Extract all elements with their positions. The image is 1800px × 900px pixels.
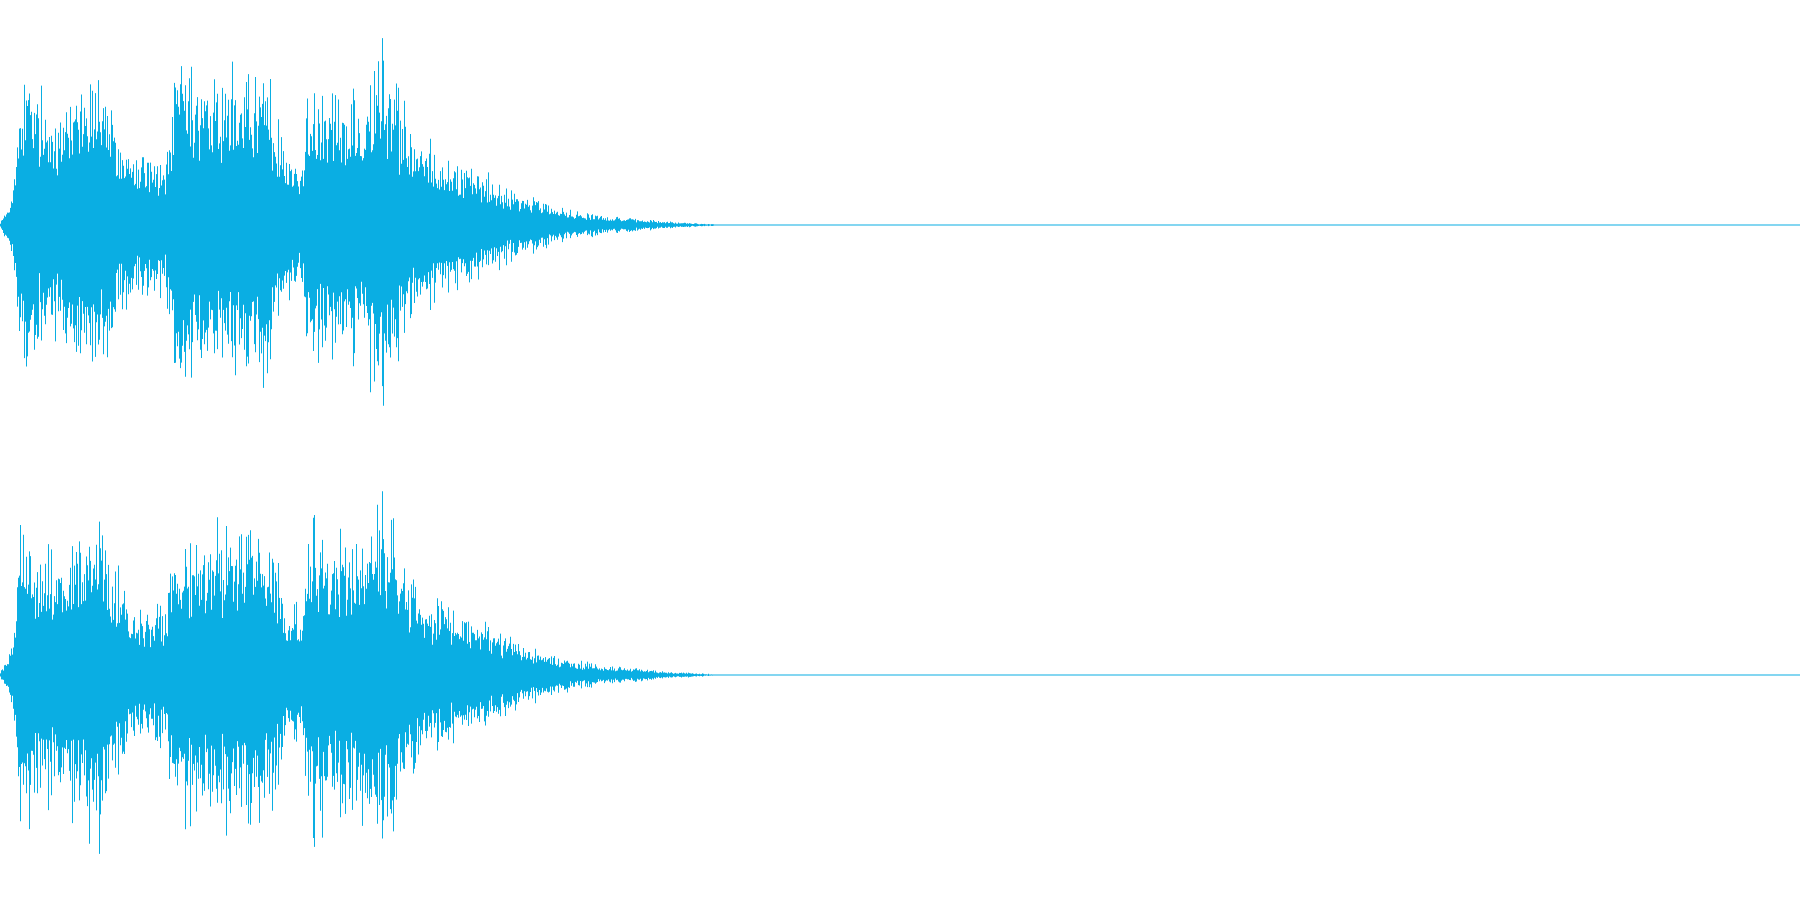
waveform-right xyxy=(0,491,1800,854)
waveform-left-path xyxy=(0,38,720,406)
waveform-channel-left xyxy=(0,38,1800,406)
waveform-right-path xyxy=(0,491,720,854)
waveform-channel-right xyxy=(0,450,1800,900)
waveform-left xyxy=(0,38,1800,406)
